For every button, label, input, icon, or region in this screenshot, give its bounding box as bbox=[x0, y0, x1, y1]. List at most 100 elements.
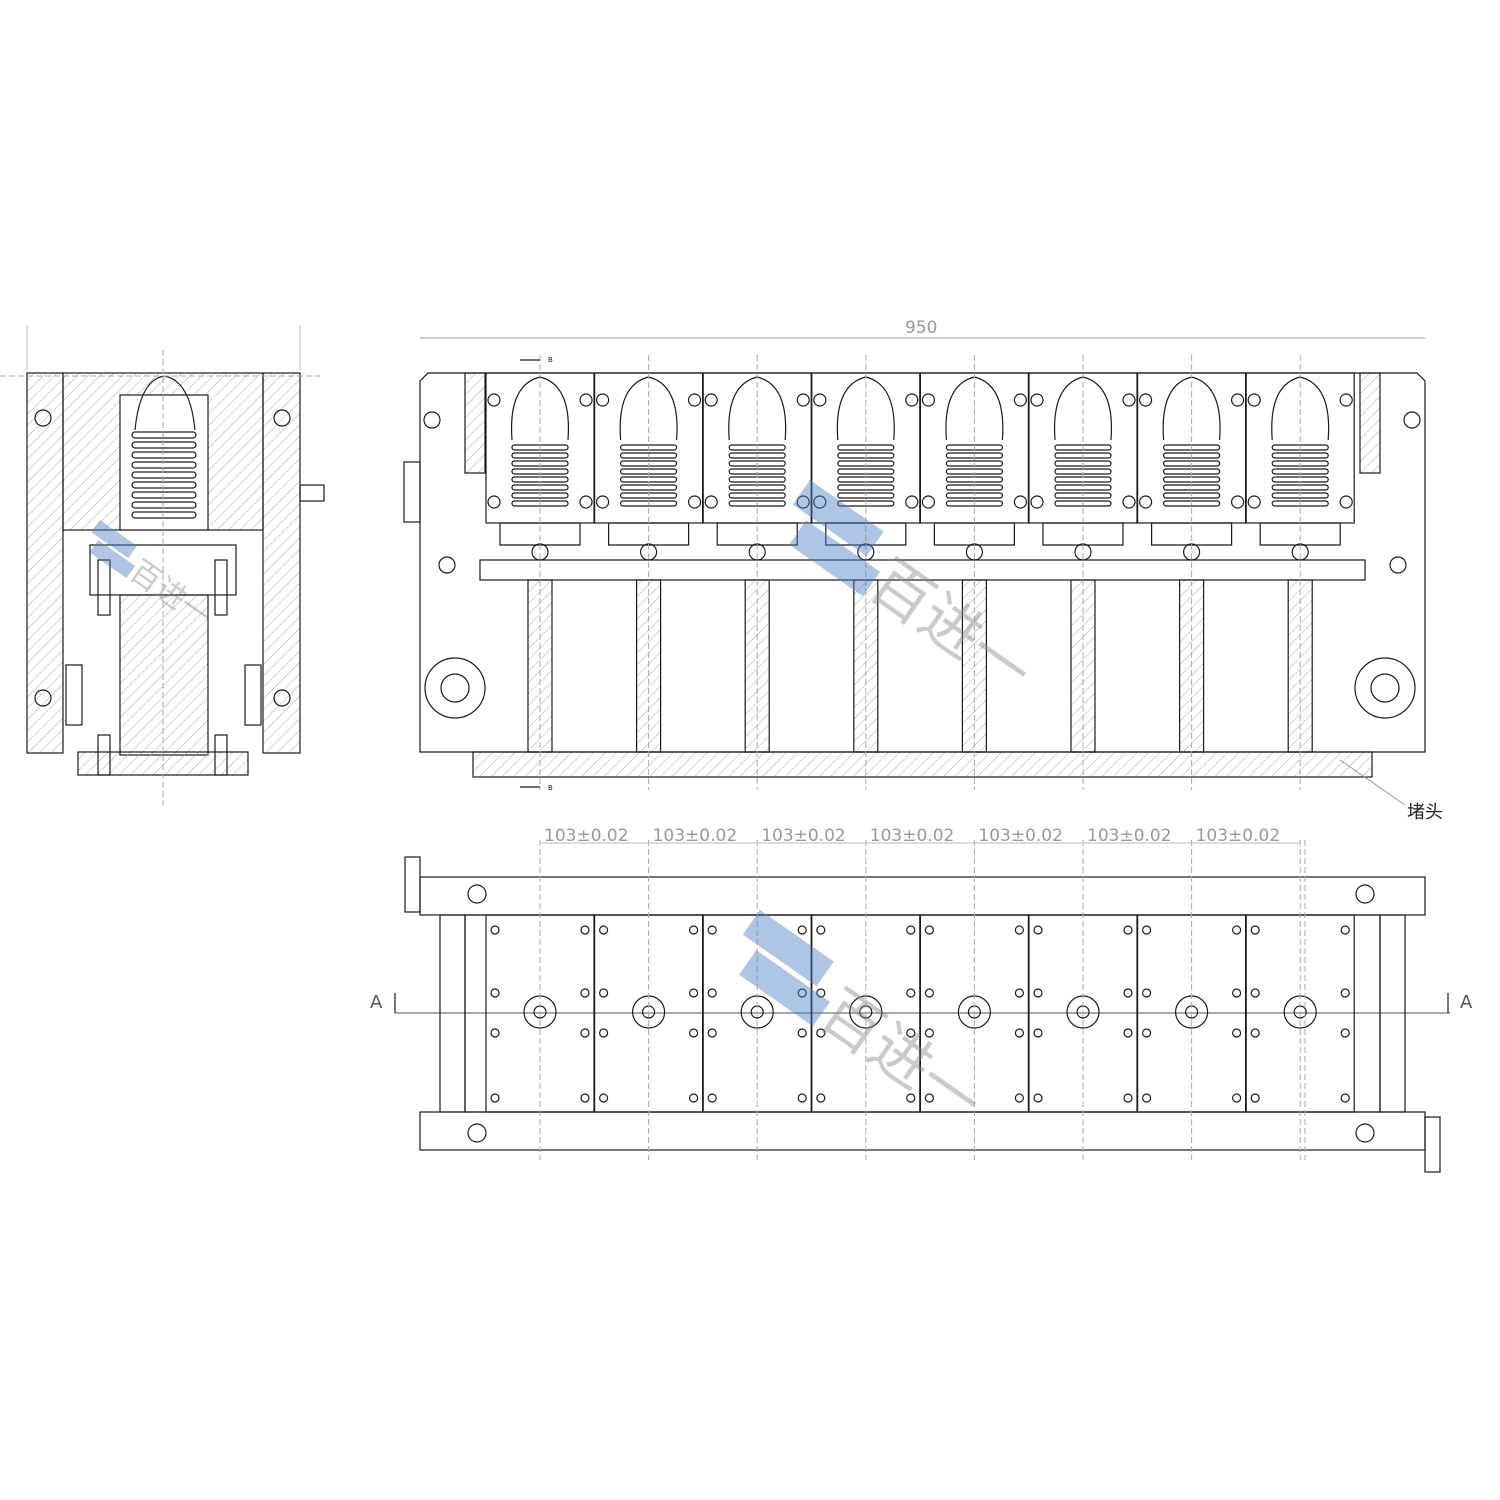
guide-block bbox=[464, 372, 486, 474]
mounting-hole bbox=[1403, 411, 1421, 429]
pitch-dimension-label: 103±0.02 bbox=[978, 826, 1063, 846]
center-block bbox=[119, 594, 209, 756]
mounting-hole bbox=[1389, 556, 1407, 574]
plug-label: 堵头 bbox=[1407, 802, 1443, 823]
bolt-hole bbox=[906, 1093, 916, 1103]
bolt-hole bbox=[707, 988, 717, 998]
screw-hole bbox=[687, 495, 702, 509]
screw-hole bbox=[1247, 495, 1261, 509]
flange-bore bbox=[440, 673, 470, 703]
left-wall bbox=[26, 372, 64, 754]
mounting-hole bbox=[438, 556, 456, 574]
side-section-view bbox=[0, 325, 325, 805]
screw-hole bbox=[905, 393, 919, 407]
bolt-hole bbox=[580, 925, 590, 935]
side-tab bbox=[299, 484, 325, 502]
bottle-rib bbox=[131, 471, 197, 479]
side-tab bbox=[403, 461, 421, 523]
flange-bore bbox=[1370, 673, 1400, 703]
watermark-logo-bar bbox=[792, 480, 884, 557]
bolt-hole bbox=[1033, 925, 1043, 935]
right-end-block bbox=[1379, 914, 1406, 1113]
bolt bbox=[214, 734, 228, 776]
bolt-hole bbox=[1231, 925, 1242, 935]
screw-hole bbox=[905, 495, 919, 509]
screw-hole bbox=[1138, 393, 1153, 407]
bolt-hole bbox=[816, 1093, 826, 1103]
base-insert bbox=[1042, 522, 1124, 546]
bolt-hole bbox=[1250, 925, 1260, 935]
bolt-hole bbox=[816, 925, 826, 935]
bolt-hole bbox=[797, 925, 807, 935]
bolt-hole bbox=[688, 988, 699, 998]
screw-hole bbox=[579, 393, 593, 407]
bolt-hole bbox=[1141, 1028, 1152, 1038]
top-rail bbox=[419, 876, 1426, 916]
bolt-hole bbox=[816, 988, 826, 998]
flange bbox=[424, 657, 486, 719]
bolt-hole bbox=[598, 925, 609, 935]
screw-hole bbox=[1013, 393, 1028, 407]
bolt-hole bbox=[906, 988, 916, 998]
screw-hole bbox=[1013, 495, 1028, 509]
bolt-hole bbox=[688, 925, 699, 935]
bolt-hole bbox=[688, 1093, 699, 1103]
screw-hole bbox=[1339, 495, 1353, 509]
base-insert bbox=[933, 522, 1015, 546]
pitch-dimension-label: 103±0.02 bbox=[1087, 826, 1172, 846]
bolt-hole bbox=[797, 988, 807, 998]
bolt-hole bbox=[1340, 988, 1350, 998]
bolt-hole bbox=[1231, 1093, 1242, 1103]
bolt-hole bbox=[924, 925, 935, 935]
pitch-dimension-label: 103±0.02 bbox=[761, 826, 846, 846]
bolt-hole bbox=[816, 1028, 826, 1038]
overall-dimension: 950 bbox=[905, 318, 937, 338]
bolt-hole bbox=[707, 1028, 717, 1038]
screw-hole bbox=[687, 393, 702, 407]
guide-hole bbox=[467, 884, 487, 904]
rail-bar bbox=[479, 559, 1366, 581]
bolt bbox=[97, 734, 111, 776]
guide-hole bbox=[1355, 884, 1375, 904]
section-mark-b-top: B bbox=[548, 356, 553, 364]
pitch-dimension-label: 103±0.02 bbox=[870, 826, 955, 846]
screw-hole bbox=[796, 495, 810, 509]
bolt-hole bbox=[924, 1028, 935, 1038]
bolt-hole bbox=[1123, 1028, 1133, 1038]
screw-hole bbox=[1339, 393, 1353, 407]
bolt-hole bbox=[580, 988, 590, 998]
right-flange bbox=[244, 664, 262, 726]
bolt-hole bbox=[707, 1093, 717, 1103]
bolt-hole bbox=[1141, 1093, 1152, 1103]
screw-hole bbox=[796, 393, 810, 407]
bolt-hole bbox=[1250, 988, 1260, 998]
screw-hole bbox=[813, 393, 827, 407]
bolt-hole bbox=[1340, 1028, 1350, 1038]
bolt-hole bbox=[490, 1028, 500, 1038]
base-insert bbox=[608, 522, 690, 546]
section-mark-b-bottom: B bbox=[548, 784, 553, 792]
bolt-hole bbox=[1033, 988, 1043, 998]
bottle-rib bbox=[131, 451, 197, 459]
mounting-hole bbox=[34, 409, 52, 427]
screw-hole bbox=[579, 495, 593, 509]
guide-hole bbox=[467, 1123, 487, 1143]
screw-hole bbox=[1030, 393, 1044, 407]
bolt-hole bbox=[598, 1028, 609, 1038]
bolt-hole bbox=[1033, 1093, 1043, 1103]
bolt-hole bbox=[707, 925, 717, 935]
base-insert bbox=[1151, 522, 1233, 546]
section-mark-a-left: A bbox=[370, 992, 383, 1013]
watermark-text: 百进一 bbox=[807, 977, 995, 1138]
bolt-hole bbox=[1014, 988, 1025, 998]
bolt-hole bbox=[1014, 925, 1025, 935]
bottle-rib bbox=[131, 491, 197, 499]
bolt-hole bbox=[797, 1028, 807, 1038]
handle bbox=[1424, 1116, 1441, 1173]
mounting-hole bbox=[423, 411, 441, 429]
bottle-rib bbox=[131, 501, 197, 509]
screw-hole bbox=[1230, 393, 1245, 407]
base-insert bbox=[716, 522, 798, 546]
watermark-logo: 百进一 bbox=[739, 910, 995, 1138]
